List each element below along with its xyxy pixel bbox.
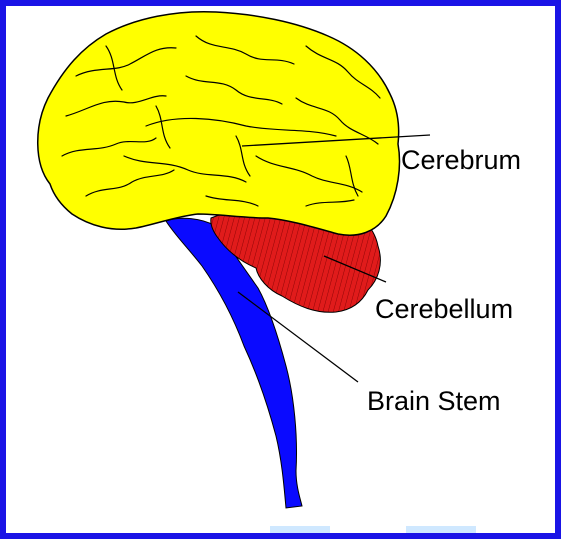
cerebellum-label: Cerebellum bbox=[375, 296, 513, 323]
bottom-smudge-left bbox=[270, 526, 330, 533]
cerebrum-label: Cerebrum bbox=[401, 147, 521, 174]
brain-diagram bbox=[6, 6, 555, 533]
bottom-smudge-right bbox=[406, 526, 476, 533]
brain-stem-label: Brain Stem bbox=[367, 388, 501, 415]
